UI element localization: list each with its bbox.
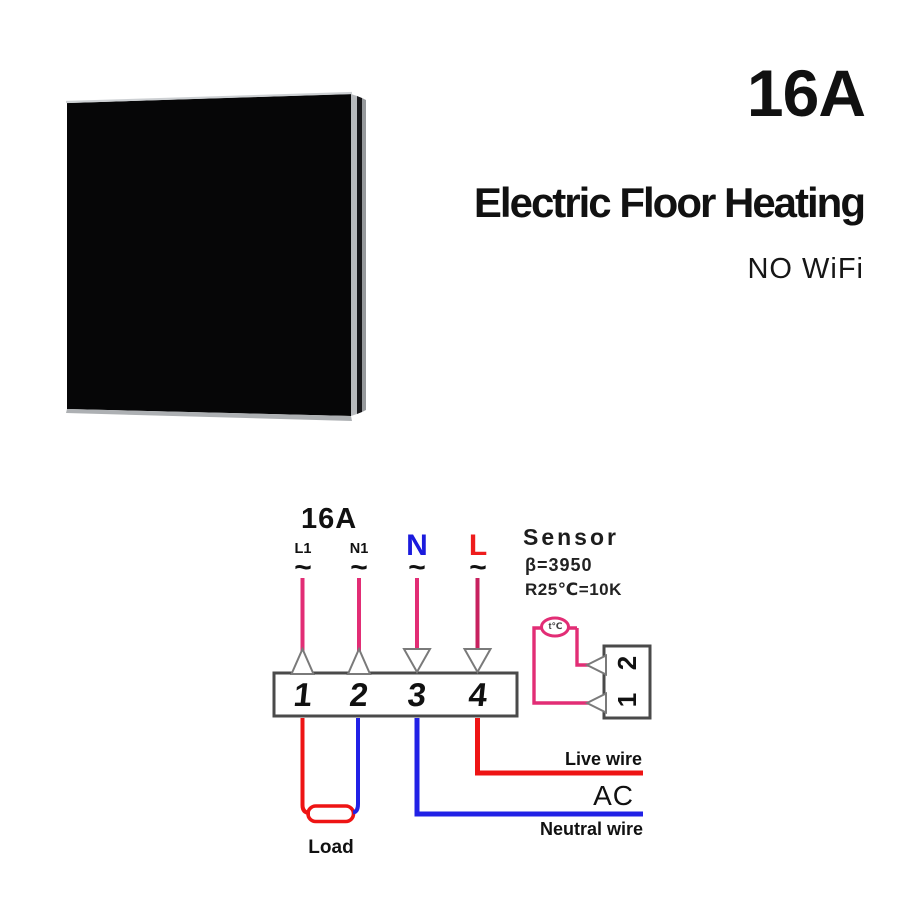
sensor-beta-value: β=3950 [525, 555, 593, 575]
arrow-left-sensor-2 [584, 653, 607, 677]
terminal-4: 4 [466, 676, 490, 713]
wire-label-n: N [406, 529, 428, 562]
neutral-wire-label: Neutral wire [539, 819, 643, 839]
panel-bottom-edge [66, 409, 352, 421]
live-wire-label: Live wire [564, 749, 642, 769]
sensor-terminal-2: 2 [612, 655, 642, 671]
arrow-down-terminal-4 [462, 648, 493, 675]
load-live-wire [300, 718, 311, 815]
sensor-loop-right [575, 628, 589, 667]
arrow-left-sensor-1 [584, 691, 607, 715]
arrow-down-terminal-3 [402, 648, 432, 675]
product-title: Electric Floor Heating [473, 179, 866, 226]
ac-tilde-n: ~ [408, 551, 426, 584]
neutral-wire-line [414, 718, 643, 817]
header-rating: 16A [746, 56, 866, 130]
thermostat-device [65, 91, 366, 421]
ac-label: AC [593, 780, 634, 811]
panel-side-body [357, 96, 362, 414]
live-wire-line [475, 718, 643, 776]
wire-label-l1: L1 [294, 541, 312, 557]
panel-side-edge [351, 94, 357, 416]
thermostat-front-panel [67, 94, 351, 416]
ac-tilde-n1: ~ [350, 551, 368, 584]
terminal-block [272, 671, 519, 718]
panel-side-outer [362, 98, 366, 412]
arrow-up-terminal-1 [289, 646, 316, 675]
ac-tilde-l1: ~ [294, 551, 312, 584]
arrow-up-terminal-2 [346, 646, 372, 675]
ac-tilde-l: ~ [469, 551, 487, 584]
sensor-terminal-block [602, 644, 652, 720]
terminal-1: 1 [291, 676, 315, 713]
terminal-3: 3 [405, 676, 429, 713]
load-label: Load [308, 837, 354, 858]
terminal-2: 2 [347, 676, 371, 713]
sensor-terminal-1: 1 [612, 692, 642, 708]
wire-label-n1: N1 [349, 541, 369, 557]
load-element [306, 804, 356, 824]
product-subtitle: NO WiFi [747, 253, 864, 285]
load-neutral-wire [352, 718, 360, 815]
panel-top-highlight [65, 91, 353, 104]
wiring-diagram-lines [272, 578, 652, 824]
sensor-r25-value: R25℃=10K [525, 580, 622, 599]
sensor-probe-label: t℃ [548, 621, 563, 631]
sensor-title: Sensor [523, 524, 619, 550]
wire-label-l: L [468, 529, 488, 562]
sensor-probe [540, 616, 570, 638]
diagram-rating-label: 16A [301, 503, 358, 535]
